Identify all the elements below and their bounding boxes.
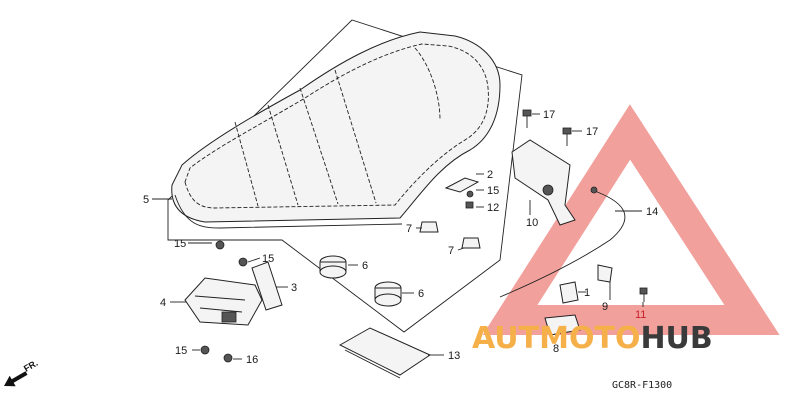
clip-illustration [444, 177, 480, 209]
callout-8: 10 [526, 217, 538, 229]
seat-lock-illustration [184, 277, 263, 326]
callout-12: 13 [448, 350, 460, 362]
callout-1: 1 [584, 287, 590, 299]
watermark-triangle-logo [482, 104, 780, 335]
callout-2: 2 [487, 169, 493, 181]
callout-7-b: 7 [448, 245, 454, 257]
callout-6-a: 6 [362, 260, 368, 272]
callout-15-c: 15 [175, 345, 187, 357]
callout-16: 15 [487, 185, 499, 197]
seat-lock-cable [499, 189, 626, 298]
lock-parts-illustration [544, 264, 648, 336]
seat-illustration [171, 31, 501, 229]
watermark-text: AUTMOTOHUB [472, 321, 713, 356]
callout-15-b: 15 [262, 253, 274, 265]
callout-7-a: 7 [406, 223, 412, 235]
bolt-illustration [522, 109, 572, 146]
pad-illustration [251, 261, 283, 311]
callout-13: 11 [635, 309, 646, 321]
callout-9: 8 [553, 343, 559, 355]
front-direction-label: FR. [22, 358, 40, 374]
callout-17-b: 17 [586, 126, 598, 138]
callout-11: 9 [602, 301, 608, 313]
callout-5: 5 [143, 194, 149, 206]
callout-3: 3 [291, 282, 297, 294]
callout-10: 14 [646, 206, 658, 218]
callout-6-b: 6 [418, 288, 424, 300]
bracket-illustration [511, 139, 576, 226]
callout-14: 12 [487, 202, 499, 214]
diagram-code: GC8R-F1300 [612, 380, 672, 391]
callout-15-d: 16 [246, 354, 258, 366]
nut-illustration [419, 221, 481, 249]
rubber-cushion-illustration-2 [374, 281, 402, 307]
leader-lines [152, 113, 644, 360]
callout-4: 4 [160, 297, 166, 309]
nut-small-illustration [200, 240, 248, 363]
rubber-cushion-illustration [319, 255, 347, 279]
tool-bag-illustration [338, 327, 432, 379]
callout-17-a: 17 [543, 109, 555, 121]
callout-15-a: 15 [174, 238, 186, 250]
assembly-outline [167, 19, 523, 333]
front-direction-arrow-icon [4, 371, 28, 387]
